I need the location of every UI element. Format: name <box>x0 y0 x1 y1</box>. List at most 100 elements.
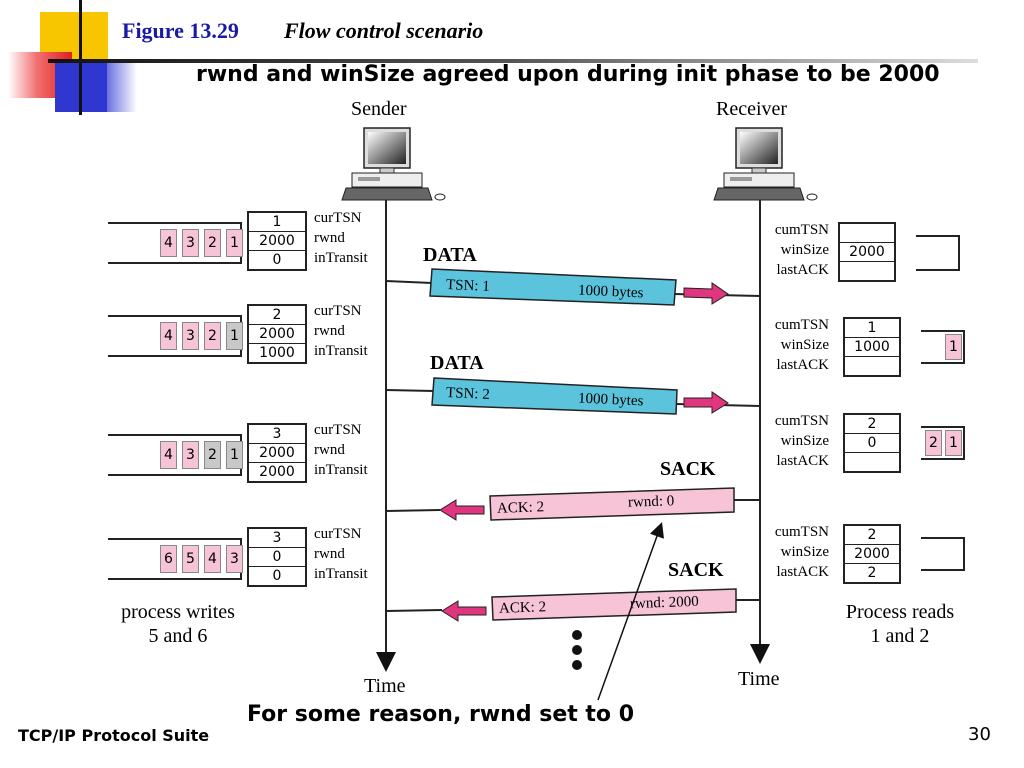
chunk-cell: 1 <box>226 441 243 469</box>
receiver-buffer <box>921 537 965 571</box>
state-field-label: lastACK <box>776 564 830 580</box>
receiver-buffer <box>916 235 960 271</box>
receiver-computer-icon <box>713 127 818 201</box>
data-packet-2 <box>385 377 761 415</box>
state-value: 2000 <box>249 232 305 251</box>
packet-rwnd: rwnd: 2000 <box>629 593 700 613</box>
state-value: 2 <box>249 306 305 325</box>
sender-caption: process writes 5 and 6 <box>100 600 256 648</box>
state-field-label: lastACK <box>776 453 830 469</box>
receiver-caption-line2: 1 and 2 <box>870 625 930 647</box>
figure-number: Figure 13.29 <box>122 18 239 43</box>
state-value: 2000 <box>840 243 894 262</box>
ellipsis-dot <box>572 630 582 640</box>
state-field-label: curTSN <box>314 210 362 226</box>
packet-tsn: TSN: 1 <box>445 277 491 295</box>
state-value: 2 <box>867 565 877 581</box>
state-field-label: winSize <box>780 242 829 258</box>
footer-suite: TCP/IP Protocol Suite <box>18 726 210 745</box>
state-value: 0 <box>272 568 282 584</box>
sender-caption-line2: 5 and 6 <box>148 625 208 647</box>
state-field-label: rwnd <box>314 323 345 339</box>
chunk-cell: 3 <box>182 229 199 257</box>
state-field-label: winSize <box>780 337 829 353</box>
state-value: 2000 <box>259 464 295 480</box>
state-value: 3 <box>249 425 305 444</box>
sack-packet-2 <box>385 588 760 622</box>
receiver-time-label: Time <box>738 668 780 690</box>
state-field-label: cumTSN <box>774 413 829 429</box>
packet-type-label: SACK <box>660 458 716 480</box>
state-field-label: inTransit <box>314 343 368 359</box>
state-value: 2 <box>845 526 899 545</box>
state-field-label: lastACK <box>776 262 830 278</box>
receiver-caption-line1: Process reads <box>845 601 955 623</box>
state-value: 1000 <box>259 345 295 361</box>
chunk-cell: 3 <box>226 545 243 573</box>
state-value <box>845 453 899 471</box>
state-value <box>840 224 894 243</box>
state-field-label: rwnd <box>314 442 345 458</box>
packet-tsn: TSN: 2 <box>445 385 491 403</box>
chunk-cell: 2 <box>204 441 221 469</box>
chunk-cell: 1 <box>945 334 962 360</box>
packet-ack: ACK: 2 <box>496 499 545 517</box>
chunk-cell: 1 <box>945 430 962 456</box>
receiver-state-table: 2000 <box>838 222 896 282</box>
chunk-cell: 2 <box>925 430 942 456</box>
decor-blue-fade <box>107 62 137 112</box>
state-value: 3 <box>249 529 305 548</box>
chunk-cell: 4 <box>160 229 177 257</box>
state-value: 2000 <box>249 444 305 463</box>
state-field-label: curTSN <box>314 422 362 438</box>
state-value <box>840 262 894 280</box>
state-field-label: curTSN <box>314 303 362 319</box>
decor-vertical-line <box>79 0 82 115</box>
state-field-label: cumTSN <box>774 524 829 540</box>
packet-type-label: DATA <box>430 352 484 374</box>
state-field-label: cumTSN <box>774 317 829 333</box>
state-value: 1 <box>249 213 305 232</box>
chunk-cell: 1 <box>226 229 243 257</box>
sack-packet-1 <box>385 487 760 521</box>
decor-horizontal-rule <box>48 59 978 63</box>
state-value <box>845 357 899 375</box>
packet-size: 1000 bytes <box>577 390 644 410</box>
chunk-cell: 2 <box>204 229 221 257</box>
receiver-caption: Process reads 1 and 2 <box>826 600 974 648</box>
ellipsis-dot <box>572 645 582 655</box>
state-field-label: cumTSN <box>774 222 829 238</box>
state-field-label: inTransit <box>314 462 368 478</box>
sender-computer-icon <box>341 127 446 201</box>
chunk-cell: 3 <box>182 322 199 350</box>
state-field-label: rwnd <box>314 546 345 562</box>
figure-title: Flow control scenario <box>284 18 484 43</box>
state-value: 0 <box>249 548 305 567</box>
state-field-label: curTSN <box>314 526 362 542</box>
chunk-cell: 4 <box>160 322 177 350</box>
packet-size: 1000 bytes <box>577 282 644 302</box>
packet-type-label: DATA <box>423 244 477 266</box>
ellipsis-dot <box>572 660 582 670</box>
chunk-cell: 3 <box>182 441 199 469</box>
state-field-label: rwnd <box>314 230 345 246</box>
sender-caption-line1: process writes <box>121 601 235 623</box>
receiver-buffer: 1 <box>921 330 965 364</box>
chunk-cell: 4 <box>160 441 177 469</box>
state-field-label: lastACK <box>776 357 830 373</box>
arrow-right-icon <box>683 391 729 414</box>
state-field-label: winSize <box>780 544 829 560</box>
packet-type-label: SACK <box>668 559 724 581</box>
arrow-left-icon <box>441 600 487 622</box>
